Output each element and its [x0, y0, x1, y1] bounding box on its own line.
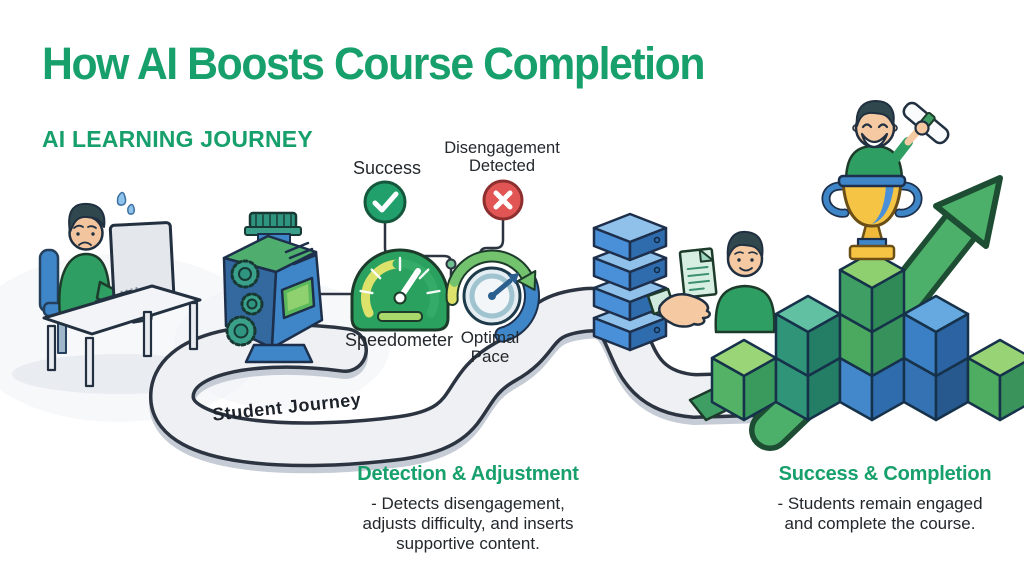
struggling-student-scene: [38, 191, 202, 388]
engine-vents: [284, 241, 318, 266]
speedometer-label: Speedometer: [344, 330, 454, 350]
desk-leg: [142, 310, 153, 358]
desk-top: [42, 284, 202, 336]
ai-engine-icon: [222, 211, 324, 364]
pace-hub: [488, 292, 496, 300]
trophy-handle: [896, 183, 921, 216]
engine-cap: [248, 211, 298, 230]
block-pyramid: [710, 250, 1024, 422]
trophy-icon: [821, 174, 923, 261]
disengagement-x-icon: [482, 179, 524, 221]
detection-body: - Detects disengagement, adjusts difficu…: [362, 494, 574, 553]
desk-leg: [84, 336, 95, 388]
speedometer-icon: [350, 248, 450, 332]
optimal-pace-label: Optimal Pace: [460, 328, 520, 366]
engine-gears: [225, 259, 264, 347]
trophy-handle: [823, 183, 848, 216]
desk-leg: [46, 324, 57, 372]
page-title: How AI Boosts Course Completion: [42, 38, 705, 89]
disengagement-label: Disengagement Detected: [444, 139, 560, 175]
eye: [750, 258, 754, 262]
graduate-trophy-scene: [821, 100, 950, 261]
pace-arc-blue: [496, 276, 538, 341]
engaged-student: [714, 230, 776, 334]
optimal-pace-icon: [445, 249, 540, 343]
sweat-drop: [127, 203, 135, 215]
trophy-cup-stripe: [872, 184, 894, 224]
connector-dot: [445, 258, 457, 270]
eye: [76, 232, 80, 236]
smile: [739, 267, 753, 272]
graduate-fist: [914, 120, 930, 136]
happy-eyes: [861, 123, 889, 129]
engine-screen-inner: [287, 284, 309, 311]
ai-server-scene: [592, 212, 718, 352]
graduate-sleeve: [889, 137, 913, 165]
detection-heading: Detection & Adjustment: [357, 463, 579, 485]
engine-base: [244, 343, 314, 364]
page-subtitle: AI LEARNING JOURNEY: [42, 126, 313, 152]
pace-arc-arrowhead: [516, 270, 537, 291]
success-check-icon: [363, 180, 407, 224]
eye: [91, 232, 95, 236]
speedometer-plate: [377, 311, 423, 322]
document-icon: [678, 247, 718, 299]
desk-leg: [188, 301, 199, 351]
speedometer-arc-green: [392, 259, 440, 318]
pace-arc-green: [449, 251, 532, 287]
completion-heading: Success & Completion: [778, 463, 992, 485]
speedometer-hub: [393, 291, 407, 305]
sweat-drop: [116, 191, 127, 206]
helping-hand: [658, 293, 711, 328]
frown: [78, 241, 92, 246]
pace-needle-head: [507, 273, 519, 285]
speedometer-ticks: [359, 256, 441, 295]
server-stack-icon: [592, 212, 668, 352]
student-hair: [726, 230, 764, 259]
big-smile: [860, 132, 889, 149]
completion-body: - Students remain engaged and complete t…: [777, 494, 983, 533]
success-label: Success: [352, 158, 422, 178]
student-torso: [714, 284, 776, 334]
speedometer-arc-yellow: [360, 259, 402, 318]
eye: [737, 258, 741, 262]
student-hair: [68, 202, 106, 233]
graduate-hair: [855, 100, 895, 127]
worried-brows: [73, 224, 97, 229]
trophy-rim: [837, 174, 907, 188]
brows: [734, 251, 758, 255]
trophy-base: [848, 244, 896, 261]
